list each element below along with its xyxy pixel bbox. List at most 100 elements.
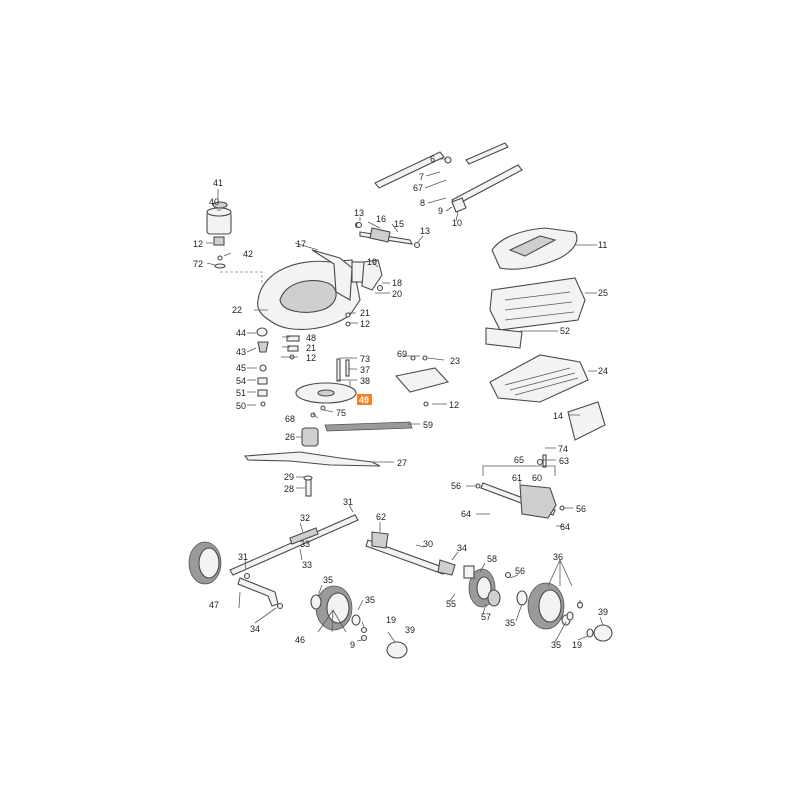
callout-19: 19 <box>386 615 396 625</box>
callout-60: 60 <box>532 473 542 483</box>
callout-28: 28 <box>284 484 294 494</box>
callout-25: 25 <box>598 288 608 298</box>
rear-inner-wheel <box>310 585 361 631</box>
handle-upper-bars <box>374 142 523 206</box>
callout-8: 8 <box>420 198 425 208</box>
callout-69: 69 <box>397 349 407 359</box>
gearbox-assembly <box>475 482 565 519</box>
callout-31: 31 <box>343 497 353 507</box>
callout-10: 10 <box>452 218 462 228</box>
callout-26: 26 <box>285 432 295 442</box>
drive-belt <box>324 421 413 432</box>
rear-flap <box>567 401 606 441</box>
callout-22: 22 <box>232 305 242 315</box>
callout-52: 52 <box>560 326 570 336</box>
callout-63: 63 <box>559 456 569 466</box>
callout-6: 6 <box>430 154 435 164</box>
small-hardware <box>214 156 547 468</box>
drive-gear-wheel <box>463 565 501 608</box>
callout-30: 30 <box>423 539 433 549</box>
cutting-blade <box>243 451 381 467</box>
callout-35: 35 <box>323 575 333 585</box>
callout-35: 35 <box>365 595 375 605</box>
callout-55: 55 <box>446 599 456 609</box>
grass-bag-lower <box>489 354 589 403</box>
top-cover <box>491 227 578 270</box>
callout-15: 15 <box>394 219 404 229</box>
callout-65: 65 <box>514 455 524 465</box>
callout-17: 17 <box>296 239 306 249</box>
callout-19: 19 <box>367 257 377 267</box>
blade-adapter <box>301 427 319 447</box>
callout-21: 21 <box>360 308 370 318</box>
callout-24: 24 <box>598 366 608 376</box>
rear-left-wheel <box>188 541 222 585</box>
callout-40: 40 <box>209 197 219 207</box>
spindle-cap-assembly <box>206 201 232 246</box>
callout-64: 64 <box>461 509 471 519</box>
callout-68: 68 <box>285 414 295 424</box>
handle-bracket <box>354 221 421 249</box>
highlighted-callout-49: 49 <box>359 395 369 405</box>
callout-numbers: 41 40 12 42 72 22 17 13 16 15 13 6 7 67 … <box>193 154 608 650</box>
highlighted-callout-box <box>357 394 372 405</box>
callout-18: 18 <box>392 278 402 288</box>
callout-47: 47 <box>209 600 219 610</box>
callout-46: 46 <box>295 635 305 645</box>
callout-12: 12 <box>360 319 370 329</box>
fan-disc <box>295 382 357 404</box>
callout-13: 13 <box>420 226 430 236</box>
callout-13: 13 <box>354 208 364 218</box>
callout-39: 39 <box>598 607 608 617</box>
callout-32: 32 <box>300 513 310 523</box>
callout-61: 61 <box>512 473 522 483</box>
callout-58: 58 <box>487 554 497 564</box>
callout-37: 37 <box>360 365 370 375</box>
callout-75: 75 <box>336 408 346 418</box>
callout-56: 56 <box>576 504 586 514</box>
callout-73: 73 <box>360 354 370 364</box>
callout-43: 43 <box>236 347 246 357</box>
callout-11: 11 <box>598 240 607 250</box>
callout-39: 39 <box>405 625 415 635</box>
callout-64: 64 <box>560 522 570 532</box>
callout-67: 67 <box>413 183 423 193</box>
callout-42: 42 <box>243 249 253 259</box>
callout-59: 59 <box>423 420 433 430</box>
callout-29: 29 <box>284 472 294 482</box>
bag-frame <box>485 327 523 349</box>
callout-57: 57 <box>481 612 491 622</box>
callout-35: 35 <box>551 640 561 650</box>
callout-14: 14 <box>553 411 563 421</box>
callout-56: 56 <box>515 566 525 576</box>
callout-9: 9 <box>438 206 443 216</box>
callout-44: 44 <box>236 328 246 338</box>
callout-23: 23 <box>450 356 460 366</box>
callout-51: 51 <box>236 388 246 398</box>
callout-21: 21 <box>306 343 316 353</box>
callout-27: 27 <box>397 458 407 468</box>
callout-54: 54 <box>236 376 246 386</box>
height-bracket <box>361 259 384 292</box>
callout-33: 33 <box>300 539 310 549</box>
front-right-wheel <box>516 582 571 630</box>
callout-34: 34 <box>457 543 467 553</box>
callout-72: 72 <box>193 259 203 269</box>
grass-bag-upper <box>489 277 586 331</box>
leader-lines <box>206 158 604 643</box>
callout-35: 35 <box>505 618 515 628</box>
callout-50: 50 <box>236 401 246 411</box>
callout-62: 62 <box>376 512 386 522</box>
rear-axle-bar <box>229 514 359 576</box>
mower-deck <box>257 249 369 331</box>
callout-48: 48 <box>306 333 316 343</box>
callout-56: 56 <box>451 481 461 491</box>
callout-12: 12 <box>193 239 203 249</box>
front-axle <box>365 531 456 576</box>
callout-20: 20 <box>392 289 402 299</box>
callout-41: 41 <box>213 178 223 188</box>
callout-74: 74 <box>558 444 568 454</box>
callout-9: 9 <box>350 640 355 650</box>
callout-19: 19 <box>572 640 582 650</box>
